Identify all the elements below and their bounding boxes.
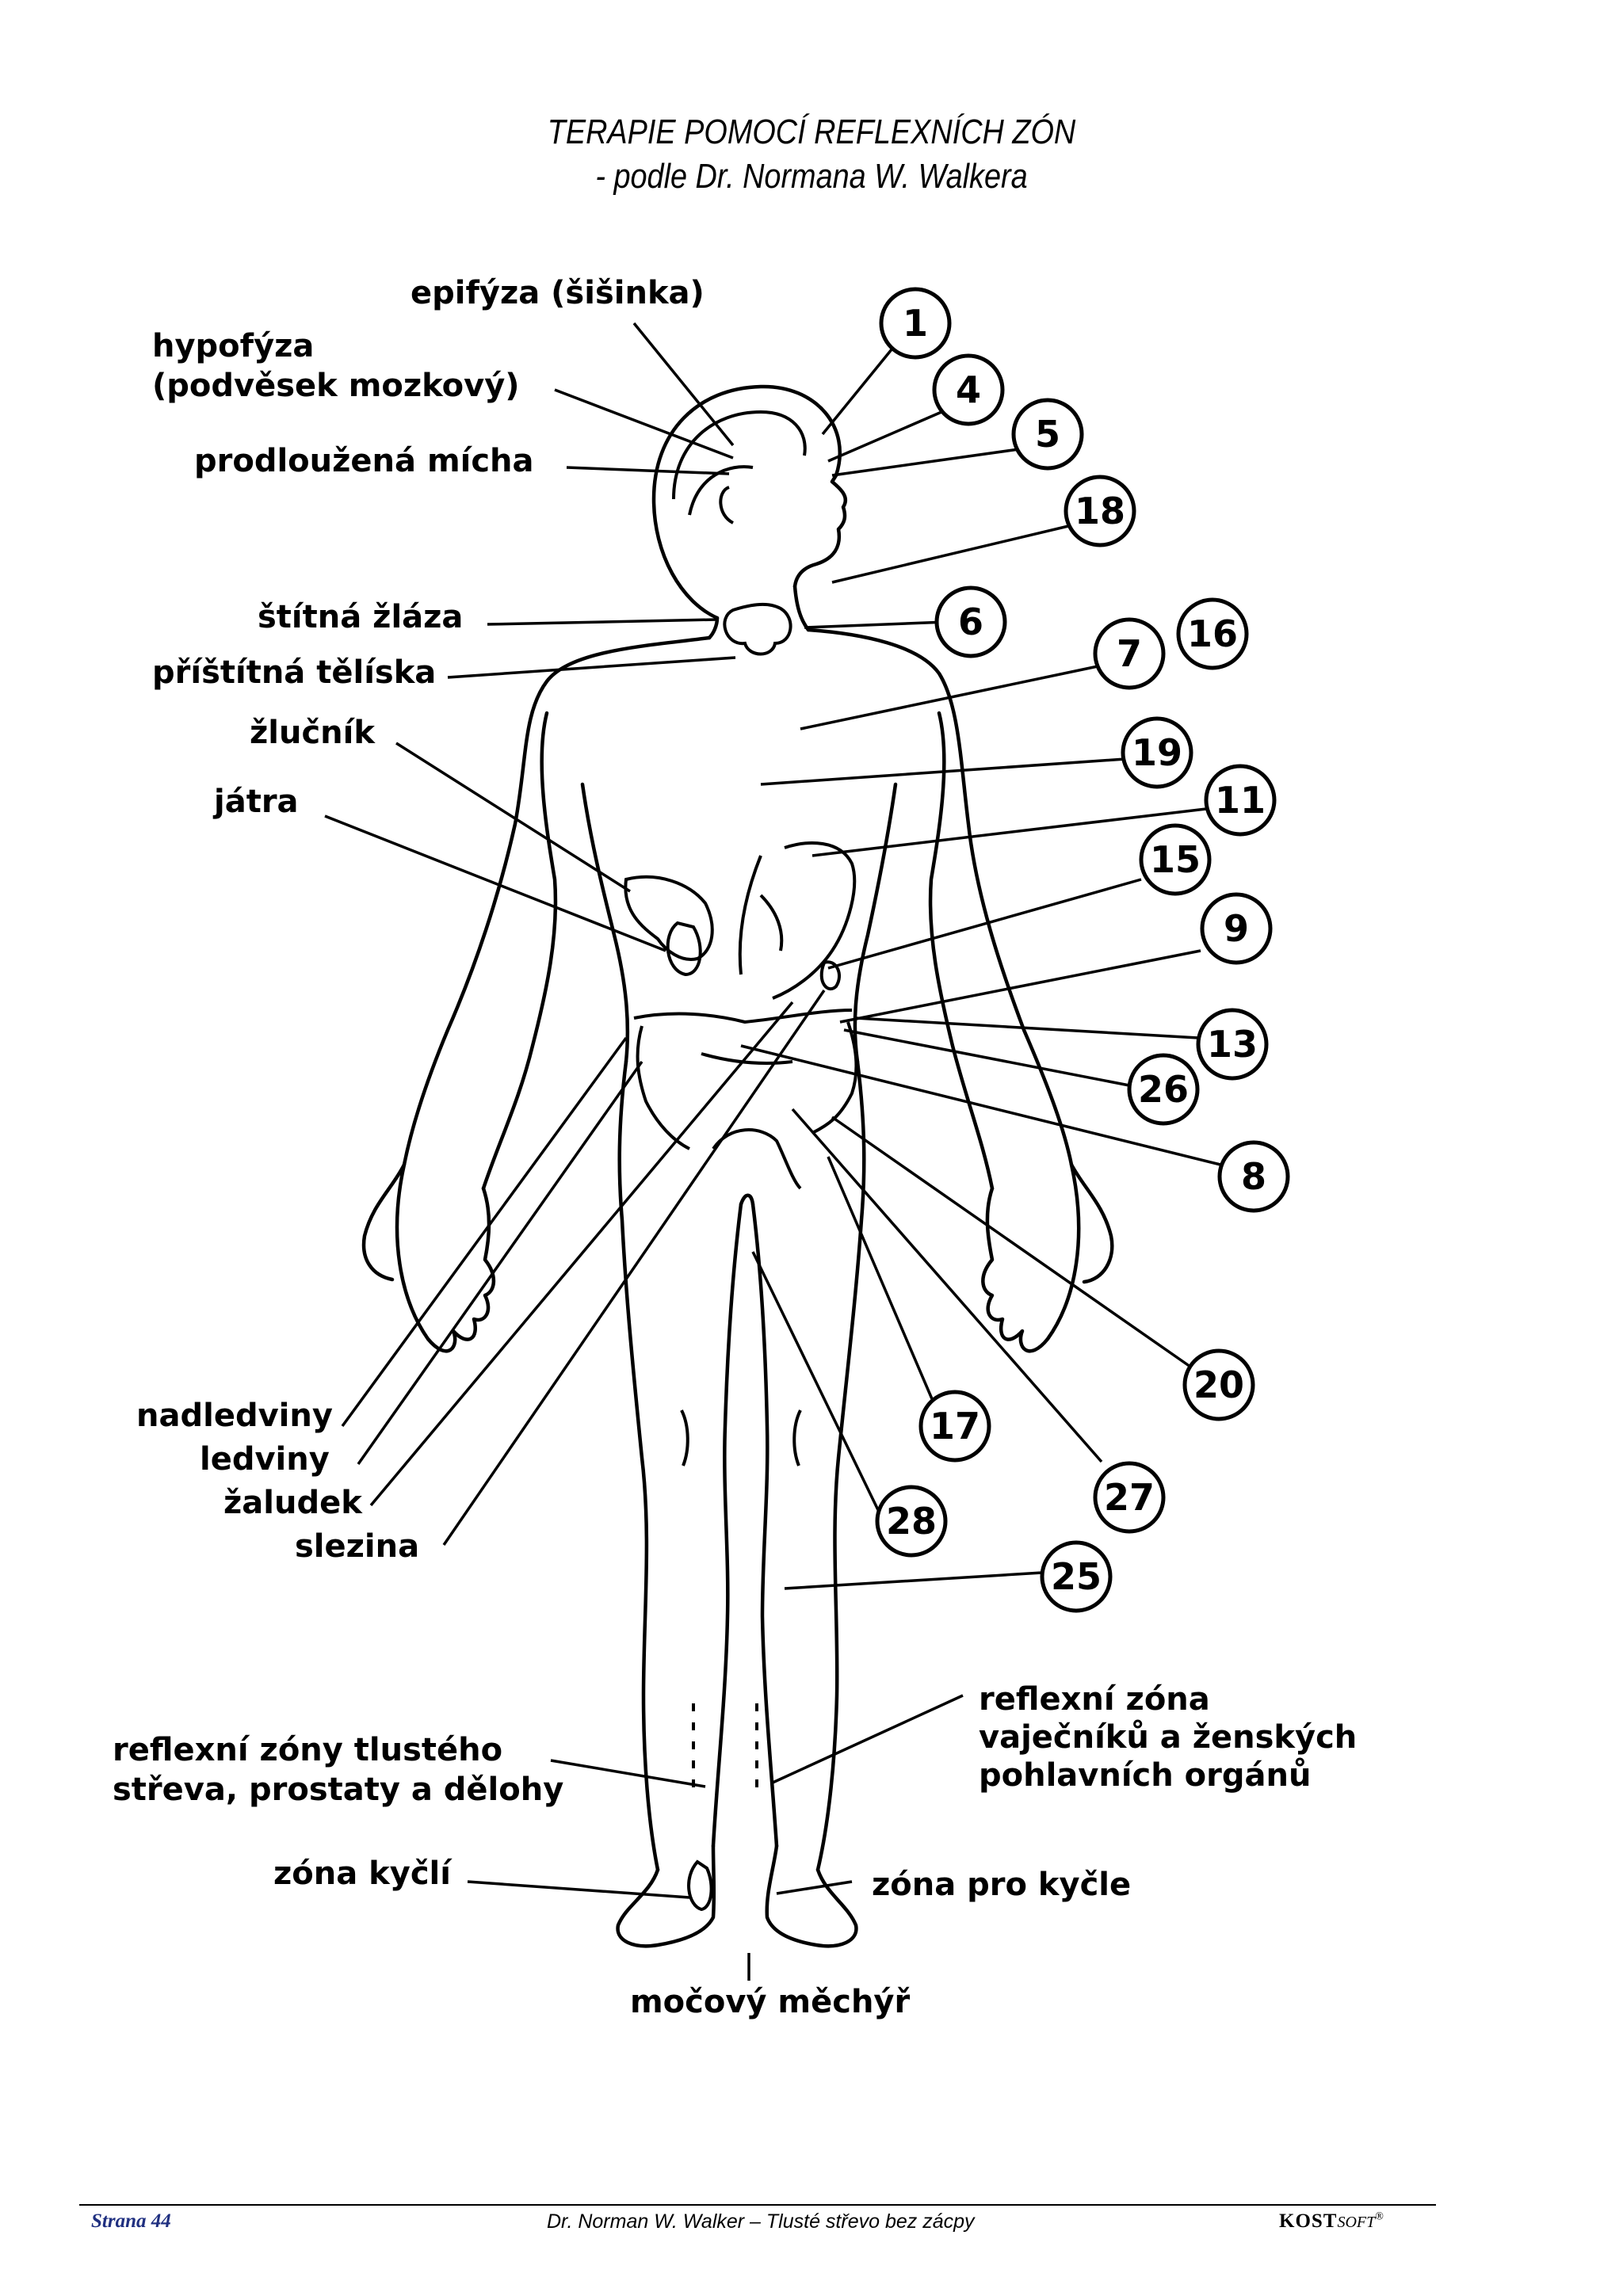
label-mocovy-mechyr: močový měchýř xyxy=(630,1984,910,2020)
zone-7: 7 xyxy=(1093,617,1166,690)
zone-number: 11 xyxy=(1215,779,1266,822)
zone-13: 13 xyxy=(1196,1008,1269,1081)
label-stitna-zlaza: štítná žláza xyxy=(258,599,463,635)
zone-18: 18 xyxy=(1064,475,1136,547)
label-streva: reflexní zóny tlustého xyxy=(113,1732,502,1768)
page-title: TERAPIE POMOCÍ REFLEXNÍCH ZÓN xyxy=(547,113,1076,151)
label-vajecniky-detail: vaječníků a ženských xyxy=(979,1718,1357,1756)
label-zona-kycli: zóna kyčlí xyxy=(273,1855,453,1892)
body-outline xyxy=(361,384,1114,1948)
label-zona-pro-kycle: zóna pro kyčle xyxy=(872,1867,1131,1903)
label-hypofyza: hypofýza xyxy=(152,328,314,364)
label-pristitna-teliska: příštítná tělíska xyxy=(152,654,436,691)
zone-number: 5 xyxy=(1035,413,1060,456)
label-zaludek: žaludek xyxy=(223,1485,363,1521)
footer-page-number: Strana 44 xyxy=(91,2210,171,2232)
page-subtitle: - podle Dr. Normana W. Walkera xyxy=(595,157,1028,196)
zone-11: 11 xyxy=(1204,764,1277,837)
registered-mark: ® xyxy=(1375,2210,1384,2223)
zone-number: 25 xyxy=(1051,1555,1102,1598)
zone-15: 15 xyxy=(1139,823,1212,896)
label-zlucnik: žlučník xyxy=(250,715,376,751)
footer-book-title: Dr. Norman W. Walker – Tlusté střevo bez… xyxy=(547,2210,975,2233)
label-vajecniky: reflexní zóna xyxy=(979,1681,1210,1718)
zone-26: 26 xyxy=(1127,1053,1200,1126)
zone-5: 5 xyxy=(1011,398,1084,471)
zone-number: 1 xyxy=(903,302,928,345)
zone-25: 25 xyxy=(1040,1540,1113,1613)
zone-number: 19 xyxy=(1132,731,1182,774)
zone-number: 17 xyxy=(930,1405,980,1447)
zone-number: 27 xyxy=(1104,1476,1155,1519)
zone-number: 15 xyxy=(1150,838,1201,881)
footer-brand-suffix: SOFT xyxy=(1337,2214,1376,2231)
label-hypofyza-detail: (podvěsek mozkový) xyxy=(152,368,520,404)
zone-1: 1 xyxy=(879,287,952,360)
label-ledviny: ledviny xyxy=(200,1441,330,1478)
zone-16: 16 xyxy=(1176,597,1249,670)
reflex-zone-diagram: epifýza (šišinka) hypofýza (podvěsek moz… xyxy=(113,275,1357,2020)
zone-8: 8 xyxy=(1217,1140,1290,1213)
zone-19: 19 xyxy=(1121,716,1193,789)
zone-number: 4 xyxy=(956,368,981,411)
label-slezina: slezina xyxy=(295,1528,419,1565)
organ-labels: epifýza (šišinka) hypofýza (podvěsek moz… xyxy=(113,275,1357,2020)
zone-20: 20 xyxy=(1182,1348,1255,1421)
leader-lines xyxy=(324,322,1221,1981)
zone-number: 13 xyxy=(1207,1023,1258,1066)
zone-9: 9 xyxy=(1200,892,1273,965)
footer-brand-name: KOST xyxy=(1279,2210,1338,2232)
zone-number: 6 xyxy=(958,601,983,643)
zone-number: 9 xyxy=(1224,907,1249,950)
zone-number: 28 xyxy=(886,1500,937,1543)
zone-number: 20 xyxy=(1193,1363,1244,1406)
label-nadledviny: nadledviny xyxy=(136,1398,333,1434)
label-jatra: játra xyxy=(212,784,299,820)
zone-27: 27 xyxy=(1093,1461,1166,1534)
label-vajecniky-organy: pohlavních orgánů xyxy=(979,1756,1311,1794)
zone-number: 26 xyxy=(1138,1068,1189,1111)
zone-6: 6 xyxy=(934,585,1007,658)
footer-brand: KOSTSOFT® xyxy=(1279,2210,1384,2233)
zone-number: 8 xyxy=(1241,1155,1266,1198)
footer-rule xyxy=(79,2204,1436,2206)
zone-4: 4 xyxy=(932,353,1005,426)
zone-number: 7 xyxy=(1117,632,1142,675)
zone-numbers: 1 4 5 18 6 7 16 19 11 15 9 13 26 8 20 17… xyxy=(875,287,1290,1613)
label-streva-detail: střeva, prostaty a dělohy xyxy=(113,1772,563,1808)
zone-number: 18 xyxy=(1075,490,1125,532)
label-prodlouzena-micha: prodloužená mícha xyxy=(194,443,534,479)
zone-17: 17 xyxy=(918,1390,991,1463)
label-epifyza: epifýza (šišinka) xyxy=(411,275,705,311)
zone-number: 16 xyxy=(1187,612,1238,655)
zone-28: 28 xyxy=(875,1485,948,1558)
